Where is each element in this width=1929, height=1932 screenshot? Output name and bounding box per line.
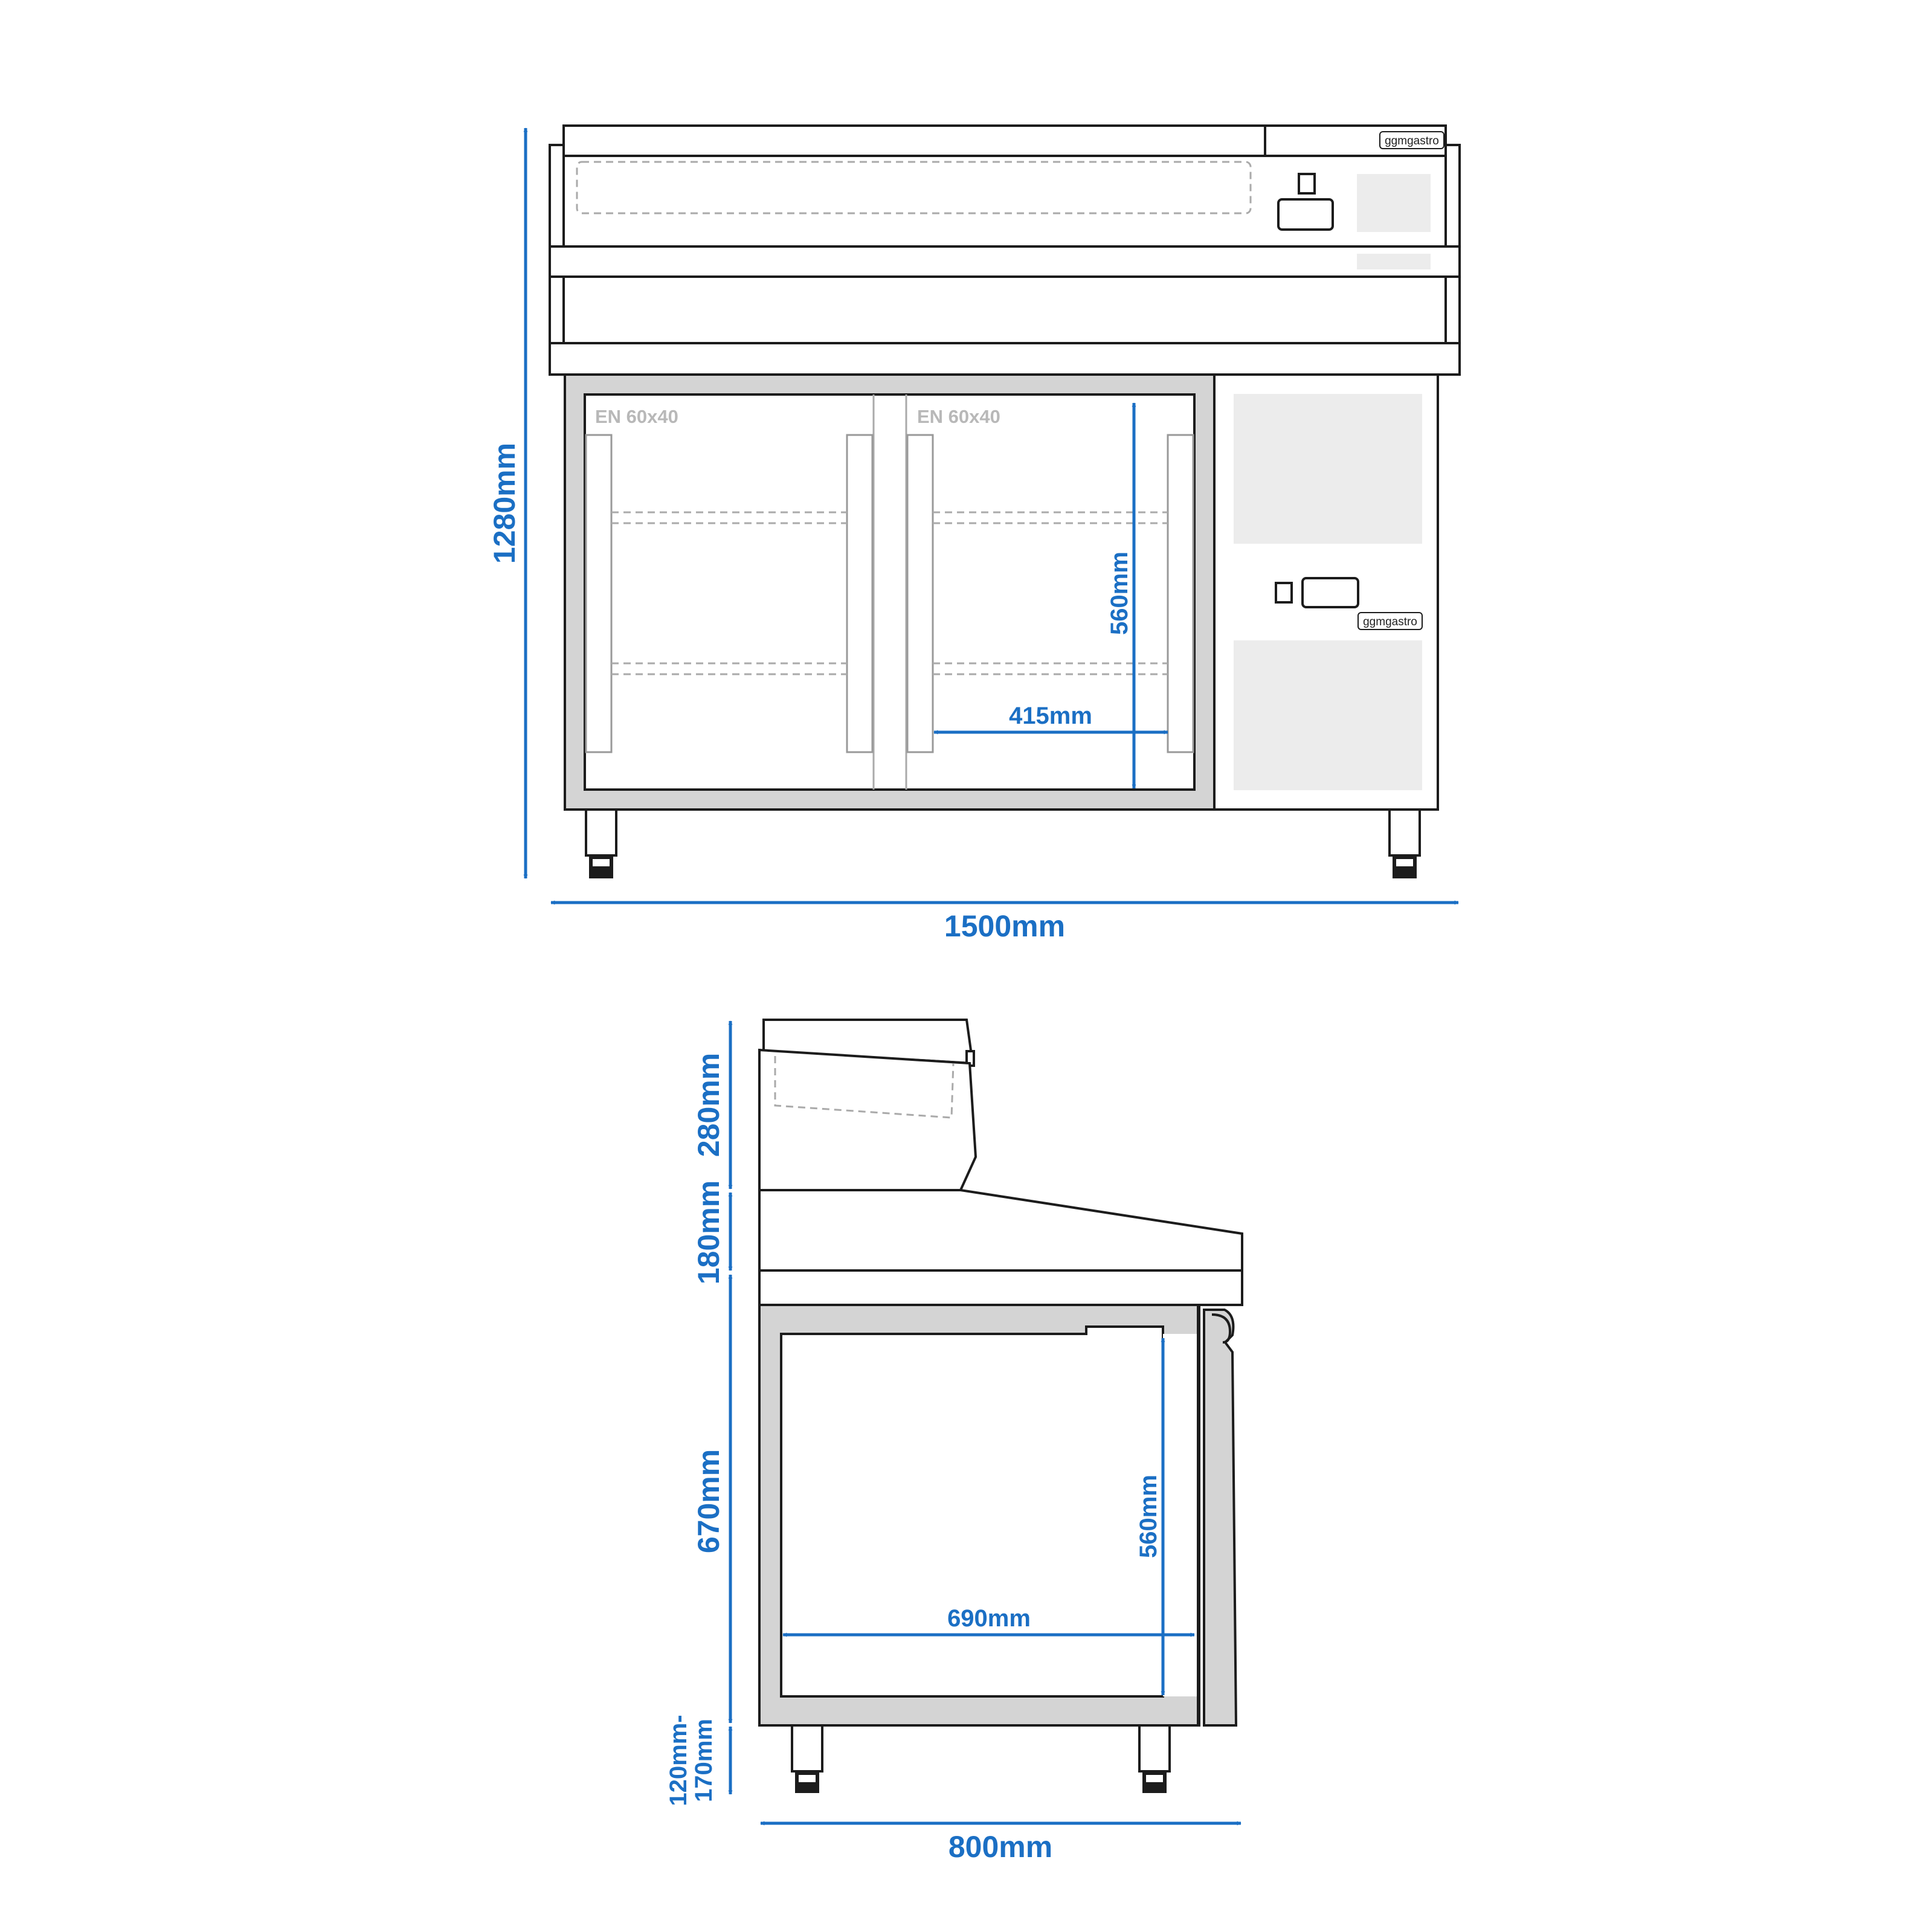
side-inner-height-label: 560mm (1135, 1475, 1162, 1558)
side-interior (780, 1325, 1164, 1698)
compressor-vent-upper (1234, 394, 1422, 544)
tray-rail (846, 434, 874, 753)
front-leg-left (585, 808, 617, 857)
compressor-vent-lower (1234, 640, 1422, 790)
display-panel (1277, 198, 1334, 231)
side-view: 280mm 180mm 670mm 120mm- 170mm 560mm 690… (665, 1019, 1243, 1864)
brand-label-panel: ggmgastro (1363, 616, 1417, 628)
inner-depth-label: 690mm (947, 1605, 1031, 1632)
front-right-post (1444, 144, 1461, 344)
tray-label-right: EN 60x40 (917, 406, 1000, 427)
display-panel-lower (1301, 577, 1359, 608)
front-lid (562, 124, 1447, 157)
legs-height-label-1: 120mm- (665, 1715, 692, 1806)
height-label: 1280mm (488, 443, 521, 564)
tray-rail (585, 434, 613, 753)
inner-width-label: 415mm (1009, 703, 1092, 729)
legs-height-label-2: 170mm (691, 1719, 717, 1802)
vent-strip (1357, 254, 1431, 269)
tray-rail (1167, 434, 1194, 753)
side-worktop (758, 1269, 1243, 1306)
door-handle (1211, 1313, 1232, 1344)
tray-rail (906, 434, 934, 753)
upper-height-label: 180mm (692, 1180, 726, 1284)
brand-label-top: ggmgastro (1385, 135, 1439, 147)
front-worktop (549, 342, 1461, 376)
body-height-label: 670mm (692, 1449, 726, 1553)
top-height-label: 280mm (692, 1053, 726, 1157)
side-container-outline (774, 1056, 955, 1119)
side-topping-unit (758, 1048, 977, 1191)
front-leg-right (1388, 808, 1421, 857)
front-left-post (549, 144, 565, 344)
brand-logo-panel (1357, 612, 1423, 630)
vent-panel-top (1357, 174, 1431, 232)
front-rail (549, 245, 1461, 278)
side-leg-right (1138, 1724, 1171, 1773)
side-door (1203, 1309, 1238, 1727)
front-view: ggmgastro (488, 124, 1461, 943)
depth-label: 800mm (948, 1830, 1052, 1864)
side-cover (758, 1189, 1243, 1272)
control-button (1298, 173, 1316, 195)
width-label: 1500mm (944, 909, 1065, 943)
control-button-lower (1275, 582, 1293, 604)
gn-container-outline (576, 161, 1252, 214)
front-door-opening (584, 393, 1196, 791)
brand-logo-top (1379, 131, 1444, 149)
inner-height-label: 560mm (1106, 552, 1133, 635)
tray-label-left: EN 60x40 (595, 406, 678, 427)
side-leg-left (791, 1724, 823, 1773)
front-glass-band (562, 275, 1447, 344)
